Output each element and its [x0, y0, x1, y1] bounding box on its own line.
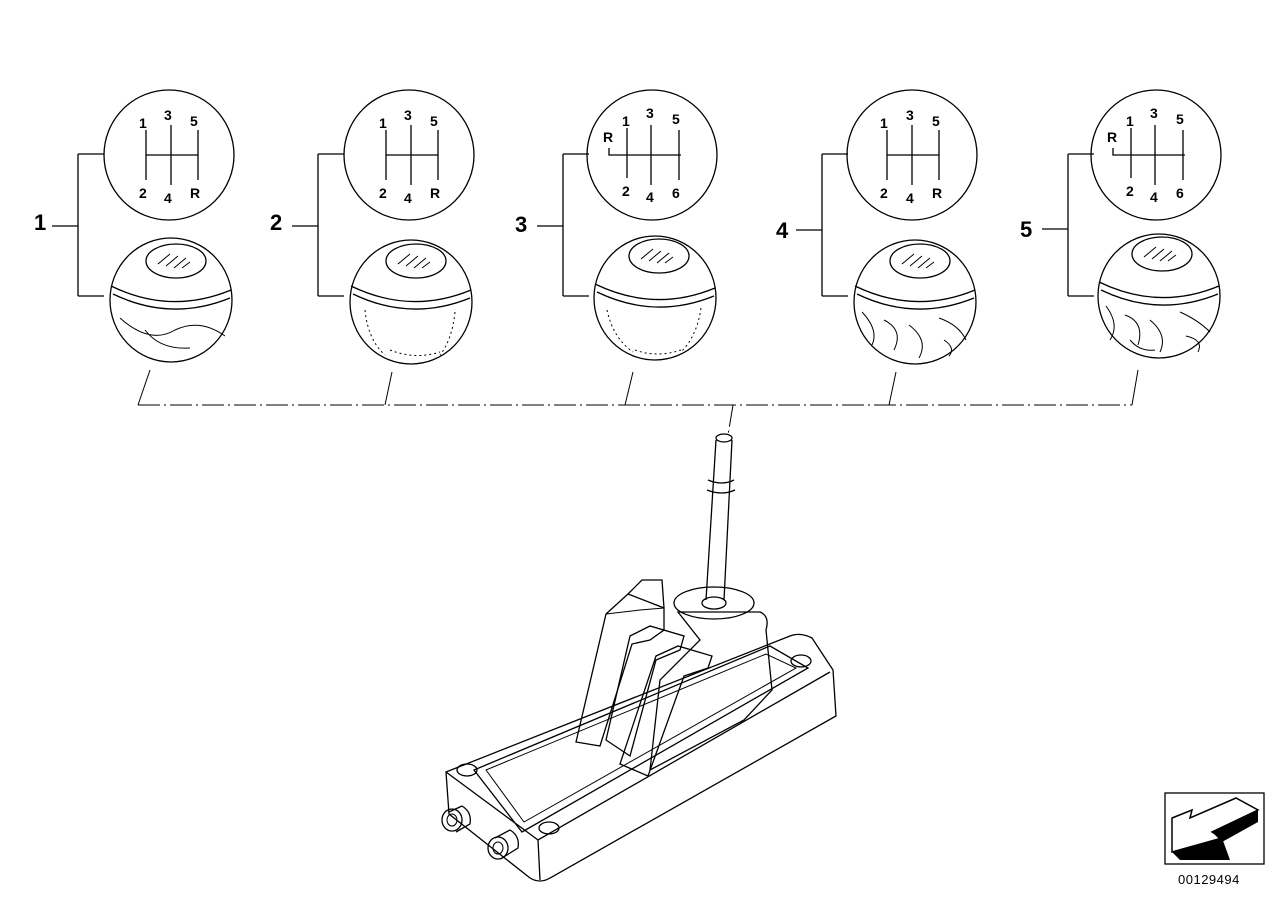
gear-1: 1 [139, 115, 147, 131]
gear-1: 1 [379, 115, 387, 131]
callout-number[interactable]: 4 [776, 218, 789, 243]
shift-pattern-diagram: 1 3 5 2 4 R [103, 89, 235, 221]
bracket [1042, 153, 1094, 297]
gear-2: 2 [1126, 183, 1134, 199]
gear-r: R [190, 185, 200, 201]
item-2: 2 1 3 5 2 4 R [270, 89, 475, 406]
callout-number[interactable]: 3 [515, 212, 527, 237]
leader-line-main [727, 404, 734, 436]
bracket [796, 153, 848, 297]
shift-pattern-diagram: 1 3 5 2 4 R [343, 89, 475, 221]
gear-2: 2 [379, 185, 387, 201]
shift-pattern-diagram: R 1 3 5 2 4 6 [1090, 89, 1222, 221]
item-1: 1 1 3 5 2 4 R [34, 89, 235, 406]
gear-4: 4 [164, 190, 172, 206]
bracket [537, 153, 589, 297]
gear-5: 5 [1176, 111, 1184, 127]
gear-1: 1 [880, 115, 888, 131]
item-4: 4 1 3 5 2 4 R [776, 89, 978, 406]
gear-4: 4 [404, 190, 412, 206]
leader-line [888, 371, 897, 406]
gear-r: R [932, 185, 942, 201]
gear-4: 4 [1150, 189, 1158, 205]
gear-1: 1 [1126, 113, 1134, 129]
item-5: 5 R 1 3 5 2 4 6 [1020, 89, 1222, 406]
gear-6: 6 [1176, 185, 1184, 201]
gear-knob-wood[interactable] [109, 237, 233, 363]
item-3: 3 R 1 3 5 2 4 6 [515, 89, 718, 406]
gear-2: 2 [622, 183, 630, 199]
callout-number[interactable]: 2 [270, 210, 282, 235]
gear-knob-leather[interactable] [593, 235, 717, 361]
leader-line [137, 369, 151, 406]
gear-3: 3 [404, 107, 412, 123]
gear-4: 4 [646, 189, 654, 205]
reference-number: 00129494 [1178, 872, 1240, 887]
gear-knob-wood[interactable] [853, 239, 977, 365]
gear-r: R [430, 185, 440, 201]
callout-number[interactable]: 5 [1020, 217, 1032, 242]
leader-line [1131, 369, 1139, 406]
gear-2: 2 [880, 185, 888, 201]
gear-shift-assembly[interactable] [441, 433, 837, 882]
callout-number[interactable]: 1 [34, 210, 46, 235]
arrow-icon [1171, 797, 1260, 860]
gear-3: 3 [906, 107, 914, 123]
gear-1: 1 [622, 113, 630, 129]
gear-4: 4 [906, 190, 914, 206]
gear-3: 3 [164, 107, 172, 123]
gear-knob-wood[interactable] [1097, 233, 1221, 359]
reference-box: 00129494 [1164, 792, 1265, 887]
gear-3: 3 [646, 105, 654, 121]
gear-knob-leather[interactable] [349, 239, 473, 365]
bracket [292, 153, 344, 297]
leader-line [624, 371, 634, 406]
gear-2: 2 [139, 185, 147, 201]
shift-pattern-diagram: R 1 3 5 2 4 6 [586, 89, 718, 221]
gear-5: 5 [430, 113, 438, 129]
gear-r: R [1107, 129, 1117, 145]
bracket [52, 153, 104, 297]
gear-6: 6 [672, 185, 680, 201]
gear-r: R [603, 129, 613, 145]
shift-pattern-diagram: 1 3 5 2 4 R [846, 89, 978, 221]
gear-3: 3 [1150, 105, 1158, 121]
gear-5: 5 [672, 111, 680, 127]
gear-5: 5 [190, 113, 198, 129]
gear-5: 5 [932, 113, 940, 129]
leader-line [384, 371, 393, 406]
